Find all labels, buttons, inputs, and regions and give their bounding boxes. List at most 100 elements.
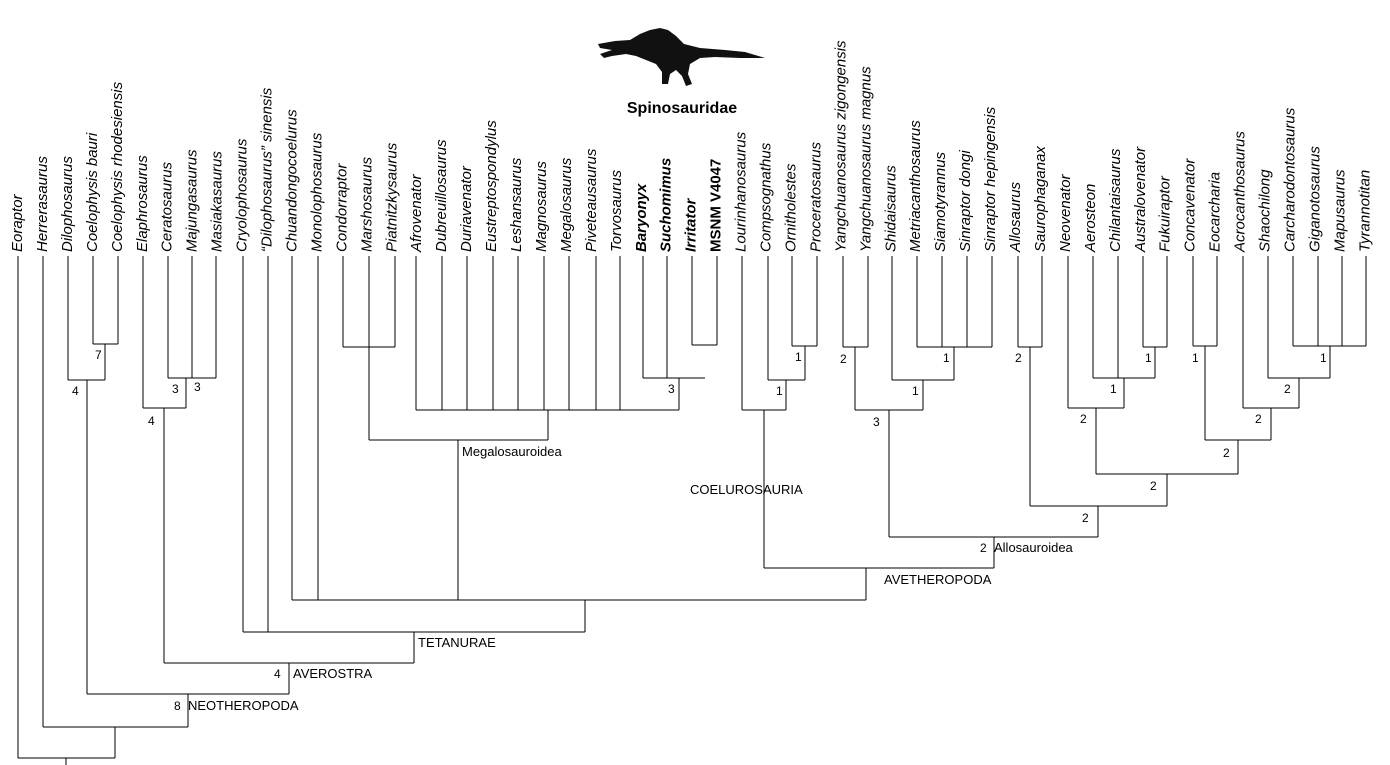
taxon-label: Lourinhanosaurus	[733, 131, 750, 252]
support-value: 7	[95, 348, 102, 362]
group-label: Spinosauridae	[627, 100, 737, 117]
taxon-label: Proceratosaurus	[807, 141, 824, 252]
taxon-label: Suchomimus	[658, 158, 675, 252]
taxon-label: Elaphrosaurus	[134, 155, 151, 252]
support-value: 1	[795, 350, 802, 364]
branch	[42, 256, 189, 728]
support-value: 1	[912, 384, 919, 398]
clade-labels: Megalosauroidea COELUROSAURIA Allosauroi…	[188, 444, 1074, 713]
taxon-label: Irritator	[683, 197, 700, 252]
taxon-label: Neovenator	[1057, 173, 1074, 252]
taxon-label: Cryolophosaurus	[234, 138, 251, 252]
taxon-label: Megalosaurus	[558, 157, 575, 252]
support-value: 2	[1080, 412, 1087, 426]
taxon-label: Ceratosaurus	[159, 161, 176, 252]
branch	[916, 256, 993, 348]
taxon-label: Mapusaurus	[1331, 169, 1348, 252]
support-value: 2	[1150, 479, 1157, 493]
tree-branches	[17, 256, 1367, 765]
spinosaurid-silhouette-icon	[598, 28, 765, 86]
support-values: 7 4 3 3 4 3 1 1 2 1 1 3 2 1 1 2 1 1 2 2 …	[72, 348, 1327, 713]
taxon-label: Siamotyrannus	[932, 151, 949, 252]
taxon-label: Ornitholestes	[782, 163, 799, 252]
taxon-label: Eoraptor	[9, 193, 26, 252]
taxon-label: Australovenator	[1132, 146, 1149, 253]
branch	[191, 256, 217, 379]
support-value: 2	[980, 541, 987, 555]
support-value: 1	[776, 384, 783, 398]
taxon-label: Compsognathus	[758, 142, 775, 252]
taxon-label: Piatnitzkysaurus	[383, 142, 400, 252]
support-value: 1	[1110, 382, 1117, 396]
taxon-label: Shidaisaurus	[882, 165, 899, 252]
taxon-labels: Eoraptor Herrerasaurus Dilophosaurus Coelop…	[9, 40, 1373, 253]
taxon-label: Majungasaurus	[184, 149, 201, 252]
branch	[1142, 256, 1168, 348]
taxon-label: Herrerasaurus	[34, 156, 51, 252]
taxon-label: Duriavenator	[458, 165, 475, 252]
support-value: 1	[1320, 351, 1327, 365]
clade-coelurosauria: COELUROSAURIA	[690, 482, 803, 497]
taxon-label: Metriacanthosaurus	[907, 120, 924, 252]
branch	[763, 410, 995, 569]
branch	[642, 256, 705, 379]
clade-tetanurae: TETANURAE	[418, 635, 496, 650]
support-value: 2	[1015, 351, 1022, 365]
taxon-label: Masiakasaurus	[209, 151, 226, 252]
taxon-label: Magnosaurus	[533, 161, 550, 252]
taxon-label: Sinraptor hepingensis	[982, 106, 999, 252]
taxon-label: Monolophosaurus	[308, 132, 325, 252]
branch	[842, 256, 869, 348]
taxon-label: Concavenator	[1182, 158, 1199, 252]
taxon-label: Tyrannotitan	[1356, 170, 1373, 252]
support-value: 3	[668, 382, 675, 396]
taxon-label: Sinraptor dongi	[957, 150, 974, 252]
branch	[142, 256, 187, 409]
support-value: 1	[943, 351, 950, 365]
taxon-label: Dilophosaurus	[59, 156, 76, 252]
taxon-label: Piveteausaurus	[583, 148, 600, 252]
branch	[342, 256, 396, 348]
branch	[1029, 347, 1168, 507]
support-value: 4	[274, 667, 281, 681]
branch	[415, 256, 680, 411]
taxon-label: Aerosteon	[1082, 184, 1099, 253]
taxon-label: Chilantaisaurus	[1107, 148, 1124, 252]
branch	[854, 347, 924, 411]
taxon-label: Eustreptospondylus	[483, 120, 500, 252]
support-value: 3	[873, 415, 880, 429]
branch	[1017, 256, 1043, 348]
taxon-label: Dubreuillosaurus	[433, 139, 450, 252]
taxon-label: Chuandongocoelurus	[283, 109, 300, 252]
clade-neotheropoda: NEOTHEROPODA	[188, 698, 299, 713]
taxon-label: Giganotosaurus	[1306, 146, 1323, 252]
branch	[1095, 408, 1239, 475]
taxon-label: Condorraptor	[333, 163, 350, 252]
taxon-label: Allosaurus	[1007, 181, 1024, 253]
taxon-label: Yangchuanosaurus magnus	[857, 66, 874, 252]
taxon-label: Saurophaganax	[1032, 146, 1049, 252]
support-value: 4	[148, 414, 155, 428]
taxon-label: Coelophysis bauri	[84, 132, 101, 252]
taxon-label: Carcharodontosaurus	[1282, 107, 1299, 252]
branch	[1192, 256, 1218, 347]
branch	[1292, 256, 1367, 347]
support-value: 3	[194, 380, 201, 394]
branch	[167, 256, 204, 379]
taxon-label: Acrocanthosaurus	[1232, 131, 1249, 253]
clade-averostra: AVEROSTRA	[293, 666, 373, 681]
branch	[291, 256, 867, 601]
branch	[1092, 256, 1156, 379]
branch	[163, 408, 415, 664]
support-value: 2	[1082, 511, 1089, 525]
taxon-label: Marshosaurus	[358, 156, 375, 252]
branch	[888, 410, 1099, 538]
support-value: 1	[1192, 351, 1199, 365]
clade-avetheropoda: AVETHEROPODA	[884, 572, 992, 587]
support-value: 3	[172, 382, 179, 396]
taxon-label: “Dilophosaurus” sinensis	[259, 87, 276, 252]
branch	[92, 256, 119, 345]
support-value: 2	[840, 352, 847, 366]
branch	[791, 256, 818, 347]
